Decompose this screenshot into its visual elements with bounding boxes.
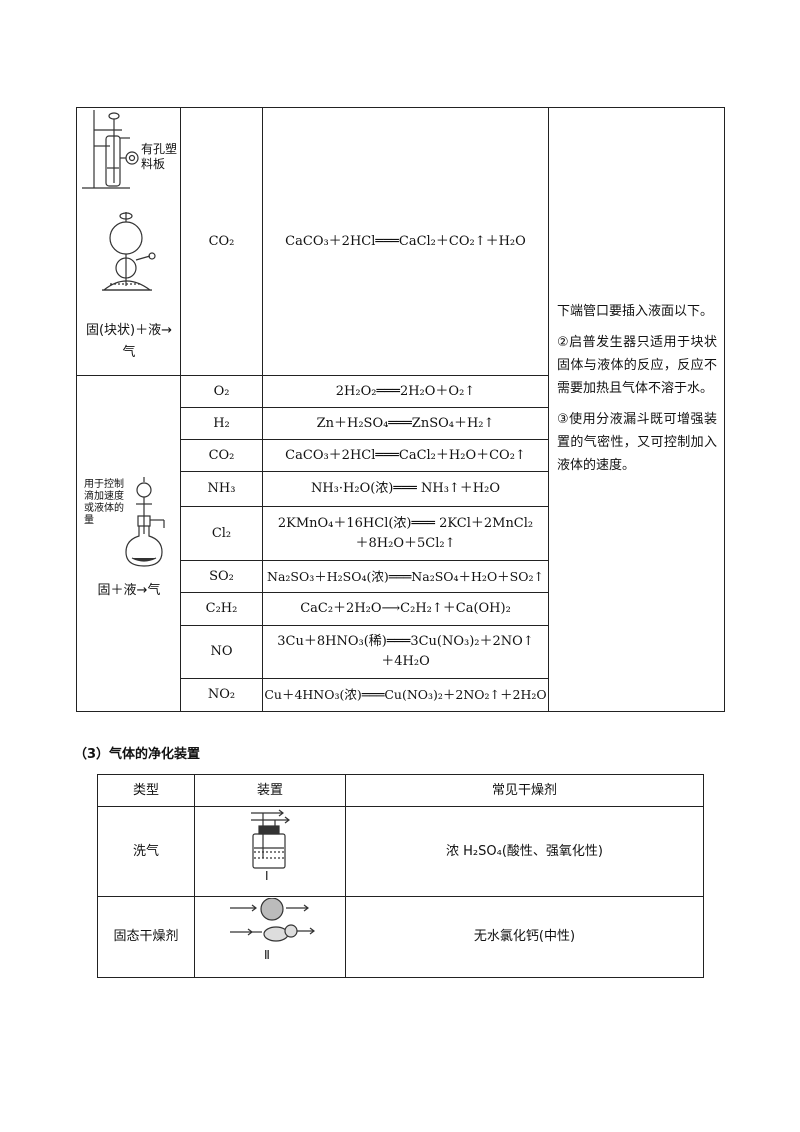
group1-equation: CaCO₃＋2HCl═══CaCl₂＋CO₂↑＋H₂O bbox=[285, 233, 526, 249]
table-row-gas: Cl₂ bbox=[211, 525, 232, 541]
table-row-equation: CaCO₃＋2HCl═══CaCl₂＋H₂O＋CO₂↑ bbox=[285, 447, 526, 463]
row-type-solid: 固态干燥剂 bbox=[113, 929, 179, 944]
group1-reaction-type: 固(块状)＋液→气 bbox=[85, 323, 173, 360]
perforated-plate-label: 有孔塑料板 bbox=[141, 142, 178, 171]
table-row-gas: C₂H₂ bbox=[205, 601, 238, 616]
table-row-gas: CO₂ bbox=[208, 447, 235, 463]
table-row-gas: NO₂ bbox=[207, 687, 236, 702]
group1-gas: CO₂ bbox=[208, 233, 235, 249]
row-desiccant-solid: 无水氯化钙(中性) bbox=[473, 929, 576, 944]
row-desiccant-wash: 浓 H₂SO₄(酸性、强氧化性) bbox=[446, 843, 603, 859]
table-row-equation: CaC₂＋2H₂O⟶C₂H₂↑＋Ca(OH)₂ bbox=[300, 601, 511, 616]
gas-washing-bottle-icon bbox=[251, 809, 290, 869]
device-label-i: Ⅰ bbox=[265, 869, 269, 883]
notes-column: 下端管口要插入液面以下。 ②启普发生器只适用于块状固体与液体的反应，反应不需要加… bbox=[557, 300, 717, 485]
note-3: ③使用分液漏斗既可增强装置的气密性，又可控制加入液体的速度。 bbox=[557, 412, 717, 473]
section-heading: （3）气体的净化装置 bbox=[74, 747, 201, 762]
drip-control-label: 用于控制滴加速度或液体的量 bbox=[84, 479, 124, 526]
table-row-equation: Na₂SO₃＋H₂SO₄(浓)═══Na₂SO₄＋H₂O＋SO₂↑ bbox=[267, 568, 544, 584]
table-row-gas: NO bbox=[210, 644, 233, 659]
table-row-equation: Cu＋4HNO₃(浓)═══Cu(NO₃)₂＋2NO₂↑＋2H₂O bbox=[264, 687, 547, 702]
table-row-gas: H₂ bbox=[213, 415, 230, 431]
separatory-funnel-flask-icon bbox=[125, 477, 165, 567]
header-type: 类型 bbox=[132, 782, 159, 798]
device-label-ii: Ⅱ bbox=[264, 948, 270, 962]
table-row-equation: 3Cu＋8HNO₃(稀)═══3Cu(NO₃)₂＋2NO↑＋4H₂O bbox=[277, 634, 534, 669]
note-1: 下端管口要插入液面以下。 bbox=[557, 304, 714, 319]
table-row-equation: NH₃·H₂O(浓)═══ NH₃↑＋H₂O bbox=[310, 481, 501, 496]
row-type-wash: 洗气 bbox=[132, 843, 159, 859]
header-device: 装置 bbox=[256, 782, 283, 798]
table-row-gas: SO₂ bbox=[209, 568, 234, 584]
drying-tube-icon bbox=[230, 898, 315, 942]
header-desiccant: 常见干燥剂 bbox=[491, 782, 557, 798]
kipp-apparatus-icon bbox=[82, 110, 156, 291]
table-row-equation: Zn＋H₂SO₄═══ZnSO₄＋H₂↑ bbox=[316, 415, 495, 431]
table-row-gas: NH₃ bbox=[207, 481, 236, 496]
table-row-equation: 2H₂O₂═══2H₂O＋O₂↑ bbox=[335, 383, 476, 399]
table-row-gas: O₂ bbox=[213, 383, 230, 399]
note-2: ②启普发生器只适用于块状固体与液体的反应，反应不需要加热且气体不溶于水。 bbox=[557, 335, 717, 396]
group2-reaction-type: 固＋液→气 bbox=[97, 583, 161, 598]
table-row-equation: 2KMnO₄＋16HCl(浓)═══ 2KCl＋2MnCl₂＋8H₂O＋5Cl₂… bbox=[277, 515, 534, 551]
